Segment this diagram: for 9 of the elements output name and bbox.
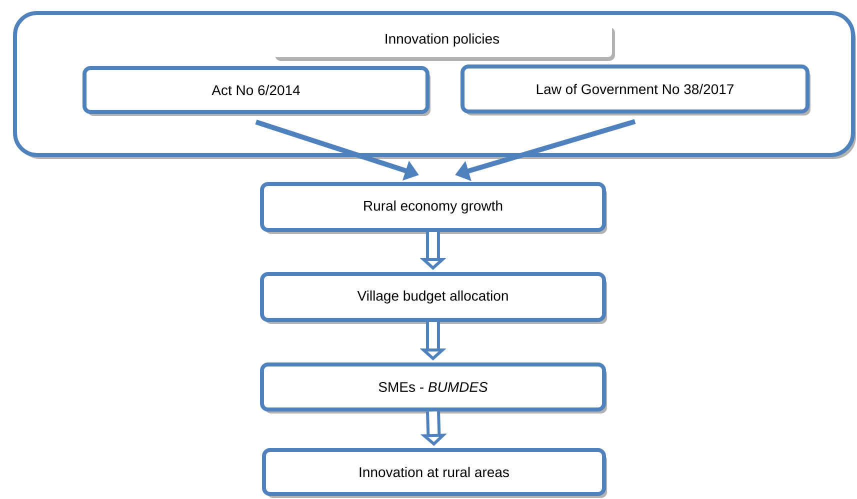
- process-box: Village budget allocation: [260, 272, 606, 322]
- process-box: Law of Government No 38/2017: [460, 64, 810, 114]
- group-frame: [13, 11, 855, 157]
- process-box: Act No 6/2014: [82, 66, 430, 114]
- heading-tab: Innovation policies: [272, 23, 612, 57]
- process-box: Innovation at rural areas: [262, 448, 606, 496]
- process-box: Rural economy growth: [260, 182, 606, 232]
- process-box: SMEs - BUMDES: [260, 362, 606, 412]
- node-label: Innovation policies: [386, 33, 500, 47]
